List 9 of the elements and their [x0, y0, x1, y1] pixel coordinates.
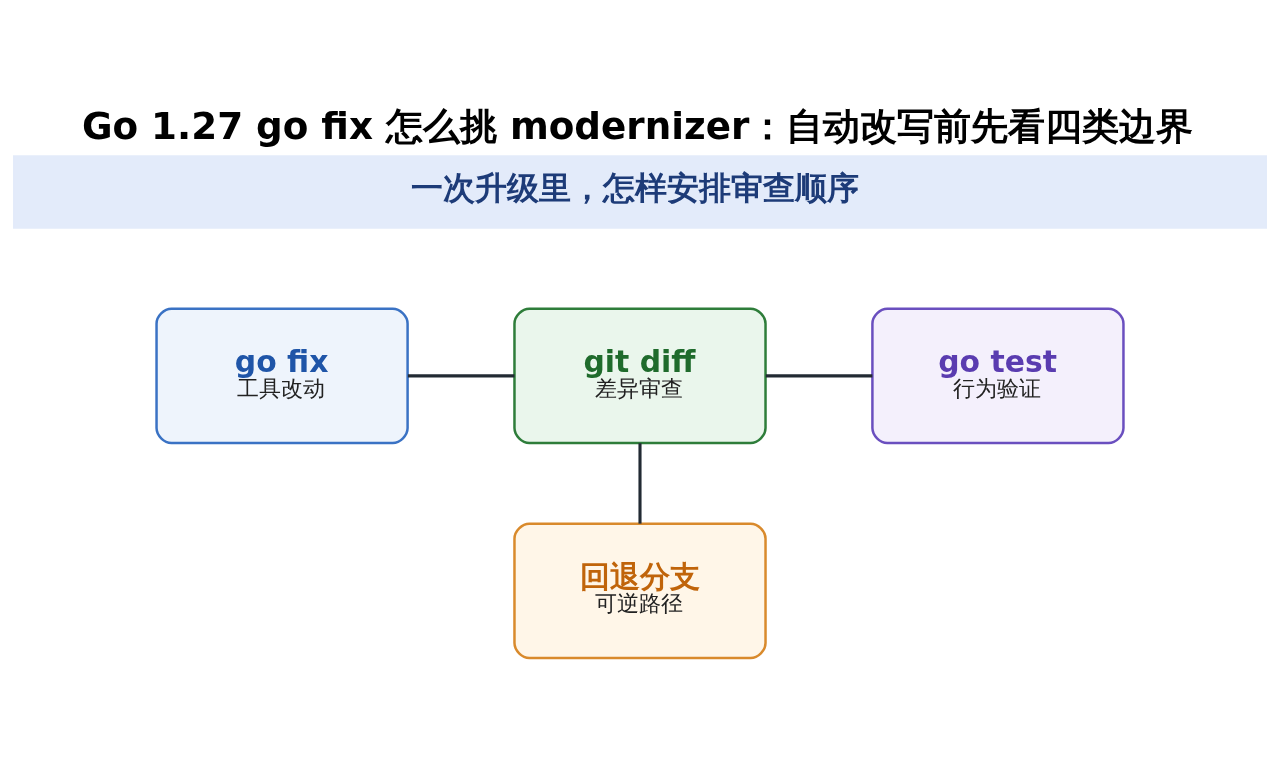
node-box: git diff 差异审查: [513, 307, 767, 444]
connector: [765, 373, 873, 377]
connector: [407, 373, 515, 377]
node-box: go fix 工具改动: [155, 307, 409, 444]
connector: [638, 442, 642, 524]
node-box: 回退分支 可逆路径: [513, 522, 767, 659]
node-box: 一次升级里，怎样安排审查顺序: [13, 154, 1267, 229]
diagram-title: Go 1.27 go fix 怎么挑 modernizer：自动改写前先看四类边界: [81, 103, 1194, 148]
node-box: go test 行为验证: [871, 307, 1125, 444]
